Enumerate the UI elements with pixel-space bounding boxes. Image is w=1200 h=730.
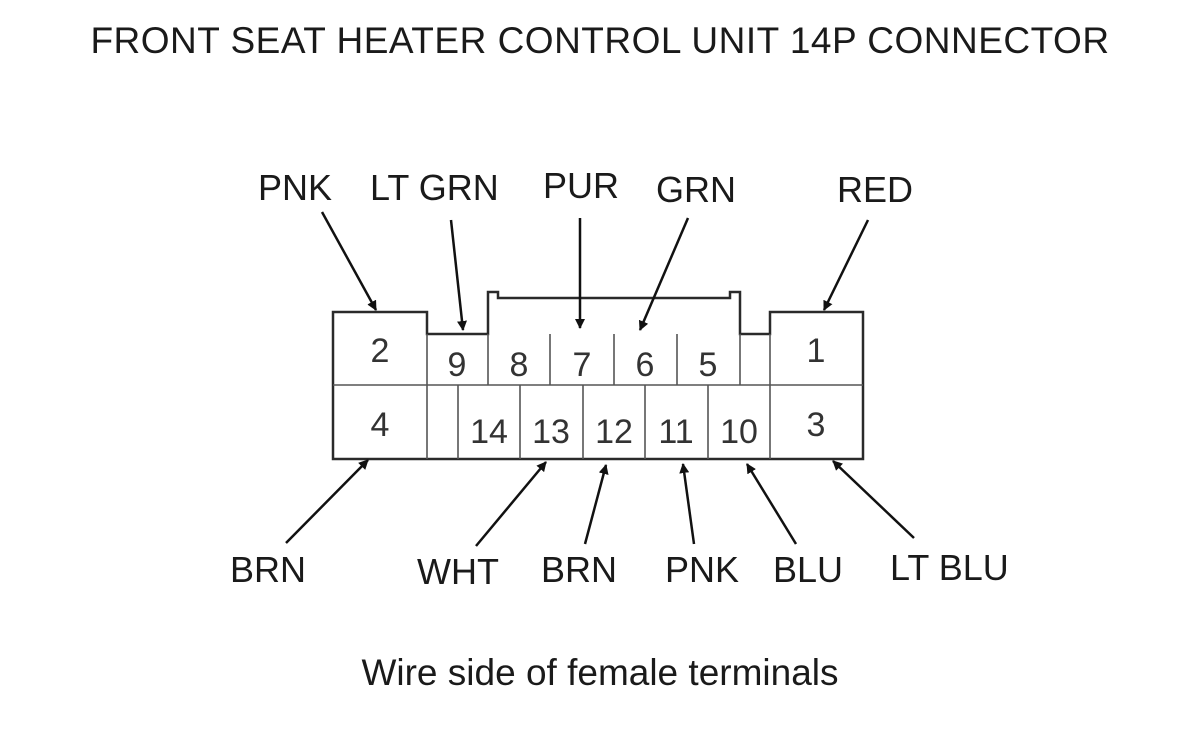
arrow-pin-6	[638, 217, 690, 331]
wire-label-pin-2: PNK	[258, 167, 332, 208]
arrow-pin-1	[822, 219, 870, 311]
wire-label-pin-3: LT BLU	[890, 547, 1009, 588]
pin-14: 14	[470, 413, 508, 451]
pin-10: 10	[720, 413, 758, 451]
wire-label-pin-11: PNK	[665, 549, 739, 590]
arrow-pin-3	[832, 460, 915, 539]
pin-2: 2	[371, 332, 390, 370]
diagram-caption: Wire side of female terminals	[361, 652, 839, 693]
wire-label-pin-12: BRN	[541, 549, 617, 590]
wire-label-pin-4: BRN	[230, 549, 306, 590]
wire-label-pin-13: WHT	[417, 551, 499, 592]
arrow-pin-9	[449, 219, 467, 331]
diagram-title: FRONT SEAT HEATER CONTROL UNIT 14P CONNE…	[90, 20, 1110, 61]
arrow-pin-12	[583, 464, 609, 545]
wire-label-pin-9: LT GRN	[370, 167, 499, 208]
pin-7: 7	[573, 346, 592, 384]
pin-12: 12	[595, 413, 633, 451]
pin-6: 6	[636, 346, 655, 384]
wire-label-pin-7: PUR	[543, 165, 619, 206]
pin-1: 1	[807, 332, 826, 370]
pin-4: 4	[371, 406, 390, 444]
pin-13: 13	[532, 413, 570, 451]
arrow-pin-2	[320, 211, 378, 311]
wire-label-pin-1: RED	[837, 169, 913, 210]
arrow-pin-10	[745, 463, 798, 545]
wire-label-pin-10: BLU	[773, 549, 843, 590]
arrow-pin-11	[679, 463, 696, 545]
arrow-pin-13	[475, 461, 547, 547]
wire-label-pin-6: GRN	[656, 169, 736, 210]
pin-9: 9	[448, 346, 467, 384]
arrow-pin-4	[285, 459, 369, 544]
pin-3: 3	[807, 406, 826, 444]
pin-5: 5	[699, 346, 718, 384]
pin-8: 8	[510, 346, 529, 384]
connector-outline	[331, 290, 865, 461]
pin-11: 11	[658, 413, 693, 451]
